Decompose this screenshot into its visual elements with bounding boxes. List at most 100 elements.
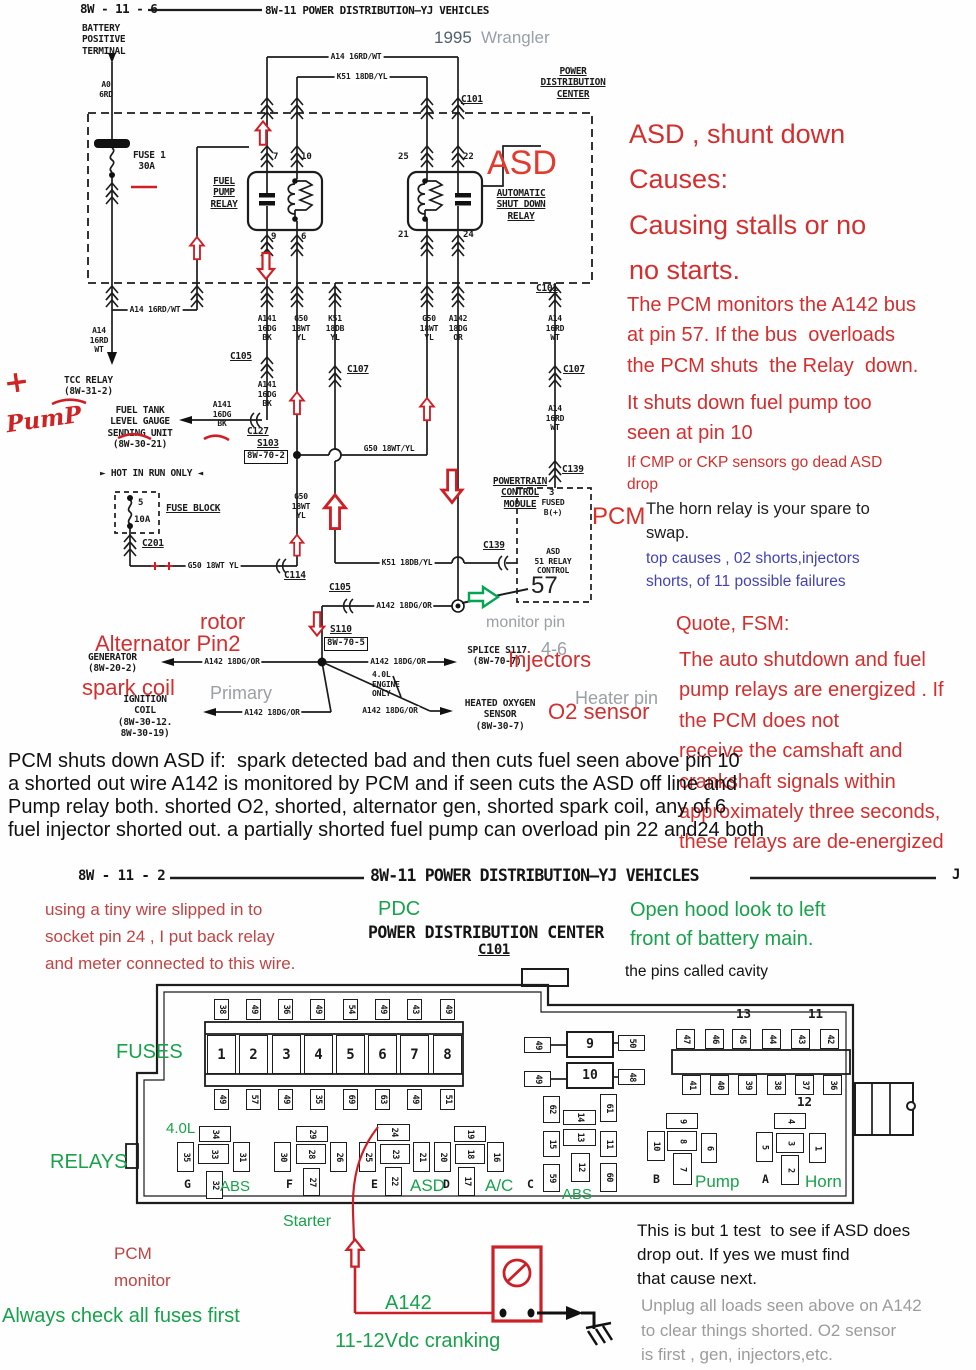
red-up-arrow-icon: [289, 391, 305, 416]
fuse-7: 7: [400, 1035, 429, 1074]
cavity-12: 12: [571, 1153, 590, 1182]
cavity-37: 37: [795, 1075, 814, 1095]
heater-pin-note: Heater pin: [575, 688, 659, 708]
wire-g50-3: G50 18WT YL: [291, 492, 311, 521]
cavity-5: 5: [756, 1132, 773, 1162]
cavity-39: 39: [738, 1075, 757, 1095]
note-top-causes: top causes , 02 shorts,injectors shorts,…: [646, 550, 860, 591]
slot-e: E: [371, 1177, 378, 1191]
asd-relay-label: AUTOMATIC SHUT DOWN RELAY: [496, 188, 546, 222]
cavity-43: 43: [407, 999, 422, 1020]
cavity-number: 10: [582, 1068, 598, 1083]
starter-note: Starter: [283, 1213, 332, 1230]
note-horn-spare: The horn relay is your spare to swap.: [646, 500, 870, 542]
fuse1-element-icon: [94, 139, 130, 148]
c139-a: C139: [562, 464, 584, 475]
relay-block-9: 9: [566, 1031, 614, 1058]
s103-ref: 8W-70-2: [244, 450, 288, 464]
cavity-49: 49: [214, 1089, 229, 1110]
title-top: 8W-11 POWER DISTRIBUTION—YJ VEHICLES: [265, 4, 490, 17]
voltmeter-box: [491, 1245, 543, 1323]
cavity-30: 30: [274, 1142, 291, 1172]
tcc-arrowhead-icon: [107, 352, 117, 365]
ground-icon: [586, 1325, 614, 1346]
cavity-28: 28: [296, 1144, 326, 1164]
pin7: 7: [273, 152, 279, 162]
splice-s110-dot: [317, 657, 327, 667]
wire-g50-1: G50 18WT YL: [291, 314, 311, 343]
fuse5-amp: 10A: [134, 515, 151, 525]
wire-g50-splice: G50 18WT/YL: [363, 444, 415, 453]
cavity-45: 45: [732, 1029, 751, 1049]
cavity-49: 49: [407, 1089, 422, 1110]
cavity-63: 63: [375, 1089, 390, 1110]
cavity-49: 49: [440, 999, 455, 1020]
wire-k51-top: K51 18DB/YL: [334, 72, 390, 82]
pcm-pin3: 3: [549, 488, 555, 498]
slot-c: C: [527, 1177, 534, 1191]
wire-a141-3: A141 16DG BK: [212, 400, 232, 429]
c139-b: C139: [483, 540, 505, 551]
wire-a142-1: A142 18DG OR: [448, 314, 468, 343]
c127: C127: [247, 426, 269, 437]
hot-in-run: ► HOT IN RUN ONLY ◄: [100, 468, 203, 479]
battery-label: BATTERY POSITIVE TERMINAL: [82, 23, 126, 57]
solid-marks: [94, 53, 471, 716]
tcc-relay: TCC RELAY (8W-31-2): [64, 375, 113, 398]
red-up-arrow-icon: [189, 236, 205, 261]
slot-b: B: [653, 1172, 660, 1186]
cavity-46: 46: [705, 1029, 724, 1049]
slot-g: G: [184, 1177, 191, 1191]
cavity-number: 1: [217, 1046, 226, 1063]
cavity-34: 34: [199, 1126, 231, 1142]
section-j: J: [952, 867, 960, 883]
cavity-54: 54: [343, 999, 358, 1020]
pcm-asd-ctl: ASD 51 RELAY CONTROL: [534, 547, 572, 576]
cavity-49: 49: [524, 1037, 551, 1053]
cavity-57: 57: [246, 1089, 261, 1110]
wire-a14-top: A14 16RD/WT: [328, 52, 384, 62]
asd-big-note: ASD: [487, 144, 557, 182]
slot-f: F: [286, 1177, 293, 1191]
cavity-number: 7: [410, 1046, 419, 1063]
page-ref-top: 8W - 11 - 6: [80, 1, 158, 16]
wire-a14-stack2: A14 16RD WT: [545, 314, 565, 343]
red-up-arrow-icon: [289, 533, 305, 557]
cavity-7: 7: [673, 1153, 692, 1185]
cranking-note: 11-12Vdc cranking: [335, 1330, 501, 1352]
c201: C201: [142, 538, 164, 549]
red-marks: [51, 185, 543, 1323]
red-up-arrow-icon: [419, 397, 435, 422]
wire-k51-1: K51 18DB YL: [325, 314, 345, 343]
cavity-1: 1: [809, 1133, 826, 1163]
wire-a14-stack1: A14 16RD WT: [89, 326, 109, 355]
cavity-41: 41: [682, 1075, 701, 1095]
cavity-17: 17: [458, 1167, 475, 1196]
black-arrowhead-icon: [566, 1306, 583, 1320]
red-up-arrow-icon: [345, 1238, 365, 1268]
cavity-number: 3: [282, 1046, 291, 1063]
note-open-hood: Open hood look to left front of battery …: [630, 899, 826, 950]
wire-a142-spl: A142 18DG/OR: [368, 657, 428, 667]
monitor-pin-note: monitor pin: [486, 614, 566, 631]
pin10: 10: [301, 152, 312, 162]
model-note: Wrangler: [481, 28, 550, 47]
monitor-point-dot: [455, 603, 461, 609]
cavity-20: 20: [434, 1142, 451, 1172]
red-down-arrow-icon: [440, 468, 464, 504]
cavity-11: 11: [600, 1131, 617, 1157]
fuse-2: 2: [239, 1035, 268, 1074]
pin25: 25: [398, 152, 409, 162]
primary-note: Primary: [210, 683, 272, 703]
abs-note-1: ABS: [220, 1178, 251, 1195]
note-one-test: This is but 1 test to see if ASD does dr…: [637, 1221, 911, 1288]
red-down-arrow-icon: [256, 251, 276, 281]
cavity-number: 5: [346, 1046, 355, 1063]
wire-k51-2: K51 18DB/YL: [379, 558, 435, 568]
generator-label: GENERATOR (8W-20-2): [88, 652, 137, 675]
wire-a14-batt: A14 16RD/WT: [127, 305, 183, 315]
horn-note: Horn: [805, 1172, 842, 1191]
pcm-monitor-note: PCM monitor: [114, 1244, 171, 1291]
splice-s103-dot: [293, 451, 301, 459]
